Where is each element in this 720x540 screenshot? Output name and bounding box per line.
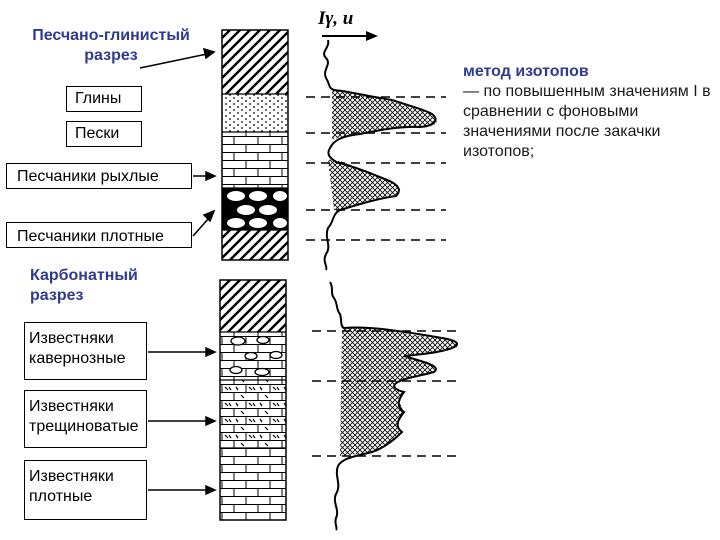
label-dense-limestones: Известняки плотные [24,460,147,520]
layer-boundaries [306,96,462,457]
arrow-icon [322,31,378,41]
carbonate-section-title: Карбонатный разрез [30,267,138,304]
method-note-body: — по повышенным значениям I в сравнении … [463,83,711,160]
label-clays: Глины [66,86,142,112]
method-note-title: метод изотопов [463,63,589,80]
sandy-clay-section-title: Песчано-глинистый разрез [32,27,190,64]
label-cavernous-limestones: Известняки кавернозные [24,322,147,380]
method-note: метод изотопов — по повышенным значениям… [463,62,713,162]
sandy-clay-column [221,29,289,261]
bottom-log-curve [329,281,459,531]
label-dense-sandstones: Песчаники плотные [6,222,192,248]
gamma-intensity-axis-label: Iγ, и [318,8,354,29]
pointer-arrows [139,47,217,496]
top-log-curve [323,39,437,271]
label-sands: Пески [66,121,142,147]
carbonate-column [219,279,287,521]
label-loose-sandstones: Песчаники рыхлые [6,163,192,189]
label-fractured-limestones: Известняки трещиноватые [24,390,147,448]
